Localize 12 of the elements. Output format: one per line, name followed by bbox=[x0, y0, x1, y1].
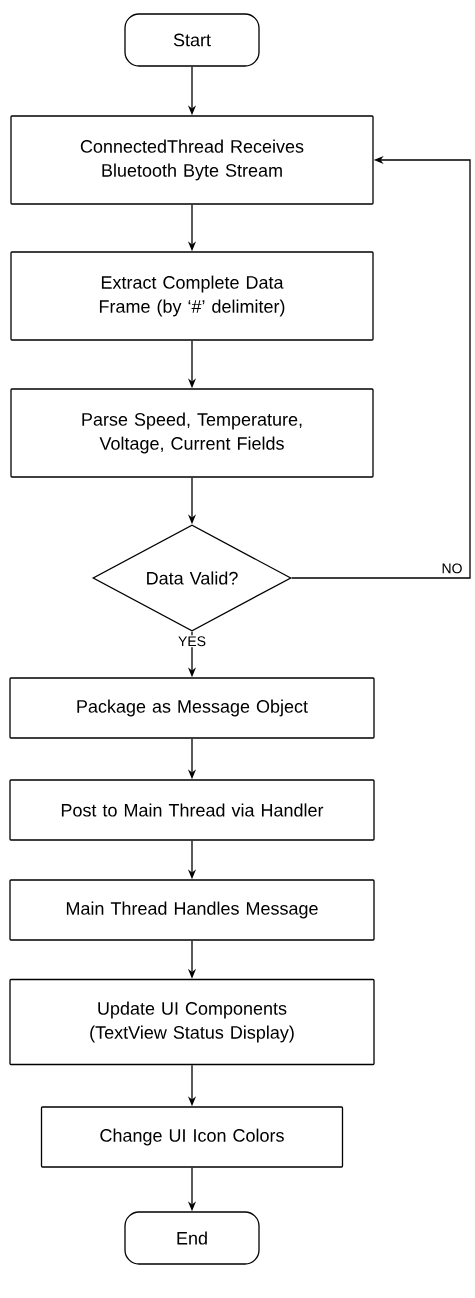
process-box: Main Thread Handles Message bbox=[9, 879, 375, 941]
terminal-box: Start bbox=[124, 13, 260, 67]
process-box: ConnectedThread Receives Bluetooth Byte Stream bbox=[10, 115, 374, 205]
process-box: Package as Message Object bbox=[9, 677, 375, 739]
process-box: Change UI Icon Colors bbox=[40, 1106, 344, 1168]
edge-label: YES bbox=[177, 635, 207, 648]
edge-label: NO bbox=[440, 562, 464, 575]
process-box: Extract Complete Data Frame (by ‘#’ delimiter) bbox=[10, 251, 374, 341]
process-box: Parse Speed, Temperature, Voltage, Current Fields bbox=[10, 388, 374, 478]
process-box: Post to Main Thread via Handler bbox=[9, 779, 375, 841]
process-box: Update UI Components (TextView Status Display) bbox=[9, 978, 375, 1066]
terminal-box: End bbox=[124, 1211, 260, 1265]
